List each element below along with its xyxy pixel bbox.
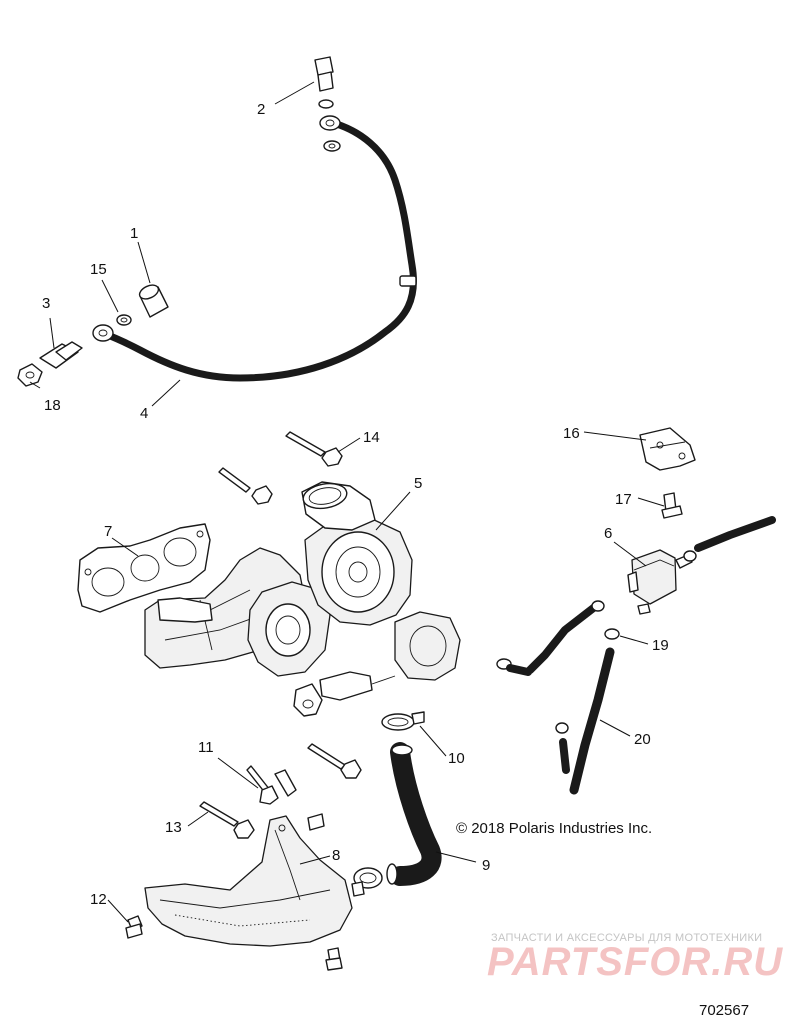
document-number: 702567: [699, 1002, 750, 1019]
callout-17: 17: [615, 491, 632, 508]
hose-clamp-lower: [351, 867, 383, 897]
shield-bolt-bottom: [325, 947, 343, 971]
shield-bolt-left: [125, 915, 143, 939]
callout-6: 6: [604, 525, 612, 542]
line-fitting: [39, 341, 83, 369]
callout-15: 15: [90, 261, 107, 278]
fitting-nut: [17, 363, 43, 387]
copyright-notice: © 2018 Polaris Industries Inc.: [456, 820, 653, 837]
callout-10: 10: [448, 750, 465, 767]
callout-20: 20: [634, 731, 651, 748]
callout-8: 8: [332, 847, 340, 864]
turbocharger-assembly: [144, 481, 461, 717]
washer: [116, 314, 132, 326]
watermark-tagline: ЗАПЧАСТИ И АКСЕССУАРЫ ДЛЯ МОТОТЕХНИКИ: [491, 932, 763, 944]
oil-feed-line: [92, 115, 417, 382]
callout-16: 16: [563, 425, 580, 442]
callout-19: 19: [652, 637, 669, 654]
exhaust-studs: [218, 431, 343, 505]
shield-bolt-upper: [307, 813, 325, 831]
callout-7: 7: [104, 523, 112, 540]
callout-18: 18: [44, 397, 61, 414]
hose-clamp-large: [381, 711, 425, 731]
watermark-logo: PARTSFOR.RU: [487, 940, 784, 984]
hose-clamp-small: [604, 628, 620, 640]
heat-shield: [144, 815, 353, 947]
leader-lines: [29, 81, 665, 923]
vacuum-hoses: [496, 516, 776, 676]
callout-labels: 1 2 3 4 5 6 7 8 9 10 11 12 13 14 15 16 1…: [42, 101, 669, 908]
callout-2: 2: [257, 101, 265, 118]
callout-14: 14: [363, 429, 380, 446]
oil-return-hose: [386, 742, 442, 886]
exhaust-gasket: [77, 523, 211, 613]
callout-9: 9: [482, 857, 490, 874]
valve-bracket: [639, 427, 696, 471]
callout-4: 4: [140, 405, 148, 422]
vent-hose: [555, 647, 615, 795]
shield-studs: [199, 743, 362, 839]
callout-12: 12: [90, 891, 107, 908]
banjo-bolt: [314, 56, 341, 152]
callout-5: 5: [414, 475, 422, 492]
callout-3: 3: [42, 295, 50, 312]
callout-1: 1: [130, 225, 138, 242]
bracket-screw: [661, 492, 683, 519]
callout-11: 11: [198, 739, 214, 756]
sleeve-fitting: [138, 284, 169, 318]
callout-13: 13: [165, 819, 182, 836]
